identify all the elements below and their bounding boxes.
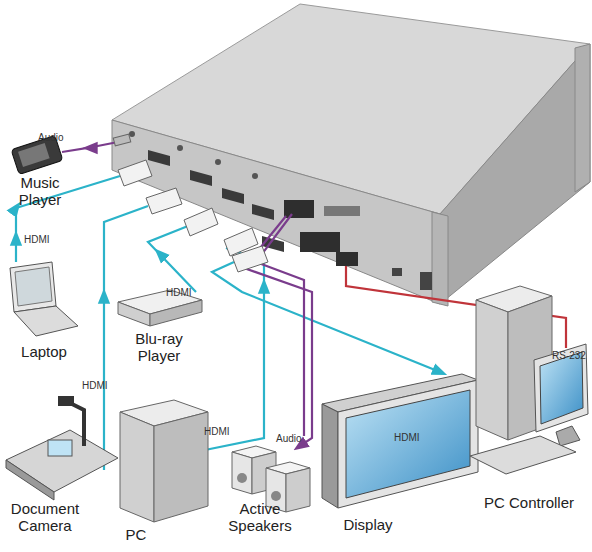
hdmi-cable [15, 238, 17, 240]
cable-label: HDMI [166, 287, 192, 299]
display-icon [322, 404, 338, 508]
terminal-block [284, 200, 314, 218]
laptop-icon [14, 306, 78, 336]
music-player-icon [18, 143, 50, 167]
speaker-icon [271, 491, 281, 501]
hdmi-plug [184, 208, 218, 236]
device-label: Active Speakers [222, 500, 298, 534]
audio-cable [62, 142, 118, 152]
laptop-icon [15, 267, 52, 306]
document-camera-icon [6, 460, 54, 500]
display-icon [322, 374, 478, 508]
speaker-icon [286, 468, 310, 512]
hdmi-cable [103, 296, 105, 300]
terminal-block [392, 268, 402, 276]
pc-tower-icon [120, 412, 154, 522]
hdmi-plug [118, 160, 268, 272]
blu-ray-icon [150, 300, 202, 326]
display-icon [346, 390, 470, 498]
device-label: Document Camera [0, 500, 90, 534]
pc-controller-icon [470, 436, 576, 474]
hdmi-port [190, 170, 212, 186]
device-label: PC Controller [470, 494, 588, 511]
audio-cable [90, 147, 92, 149]
display-icon [338, 380, 478, 508]
hdmi-plug [232, 246, 268, 272]
blu-ray-icon [118, 302, 150, 326]
hdmi-port [252, 204, 274, 220]
audio-cable [62, 142, 312, 446]
audio-plug [113, 134, 131, 146]
pc-controller-icon [476, 300, 508, 440]
cable-label: HDMI [204, 426, 230, 438]
hdmi-port [222, 188, 244, 204]
switcher-unit [112, 4, 590, 306]
terminal-block [324, 206, 360, 216]
terminal-block [284, 200, 432, 290]
document-camera-icon [58, 396, 74, 406]
device-label: PC [116, 526, 156, 543]
audio-jack [252, 173, 258, 179]
device-label: Laptop [12, 343, 76, 360]
cable-label: Audio [38, 132, 64, 144]
laptop-icon [10, 262, 78, 336]
hdmi-plug [118, 160, 152, 186]
hdmi-cable [263, 286, 265, 292]
pc-tower-icon [154, 412, 208, 522]
hdmi-cable [160, 254, 164, 258]
device-caption: Laptop [12, 343, 76, 360]
hdmi-cable [148, 226, 196, 292]
speaker-icon [232, 452, 252, 494]
audio-cable [256, 214, 304, 436]
device-caption: Document Camera [0, 500, 90, 534]
terminal-block [420, 272, 432, 290]
audio-jack [129, 131, 135, 137]
hdmi-port [148, 150, 170, 166]
device-label: Music Player [8, 174, 72, 208]
document-camera-icon [6, 430, 118, 492]
switcher-unit [432, 212, 448, 306]
device-caption: PC [116, 526, 156, 543]
hdmi-cable [212, 262, 440, 372]
switcher-unit [112, 120, 440, 304]
terminal-block [300, 232, 340, 252]
audio-jack [177, 145, 183, 151]
device-caption: Display [328, 516, 408, 533]
audio-plug [113, 134, 131, 146]
device-caption: Blu-ray Player [124, 330, 194, 364]
document-camera-icon [48, 440, 72, 456]
hdmi-plug [146, 188, 182, 214]
switcher-unit [575, 44, 590, 192]
device-caption: PC Controller [470, 494, 588, 511]
document-camera-icon [68, 402, 84, 446]
device-caption: Active Speakers [222, 500, 298, 534]
cable-label: HDMI [82, 380, 108, 392]
device-label: Display [328, 516, 408, 533]
document-camera-icon [6, 396, 118, 500]
device-label: Blu-ray Player [124, 330, 194, 364]
pc-controller-icon [556, 426, 580, 446]
cable-label: Audio [276, 433, 302, 445]
terminal-block [336, 252, 358, 266]
pc-controller-icon [540, 352, 583, 424]
hdmi-cable [205, 248, 264, 450]
audio-jack [215, 159, 221, 165]
device-caption: Music Player [8, 174, 72, 208]
switcher-unit [440, 44, 590, 304]
pc-tower-icon [120, 400, 208, 522]
cable-label: HDMI [24, 234, 50, 246]
cable-label: RS-232 [552, 350, 586, 362]
pc-controller-icon [534, 344, 588, 432]
cable-label: HDMI [394, 432, 420, 444]
speaker-icon [237, 473, 247, 483]
laptop-icon [10, 262, 56, 312]
pc-controller-icon [470, 286, 588, 474]
